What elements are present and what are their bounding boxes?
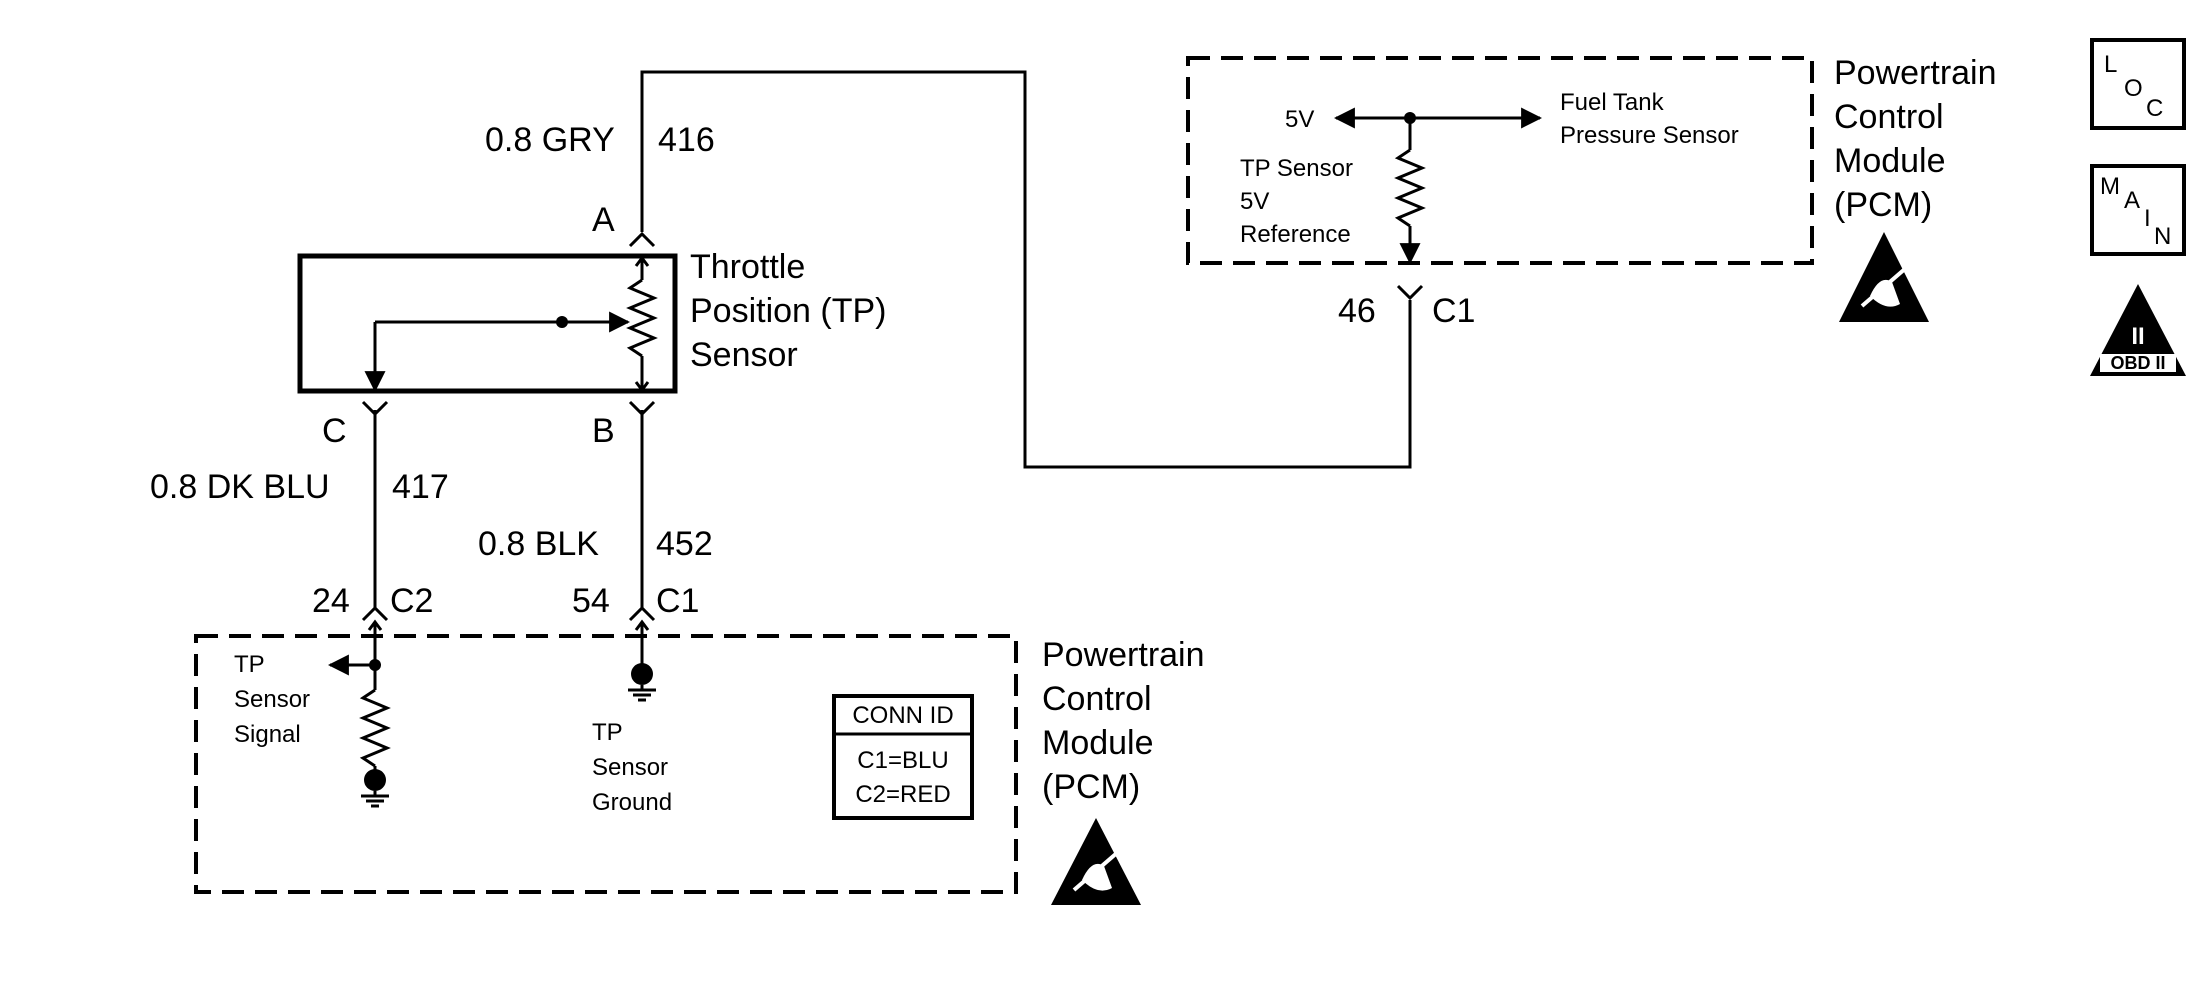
connector-c1-pin-46 [1396,284,1424,301]
signal-ground-icon [361,769,389,808]
signal-label-line-2: Sensor [234,686,310,713]
reference-label-line-1: TP Sensor [1240,155,1353,182]
main-letter-i: I [2144,205,2151,232]
connector-c2-pin-label: 24 [312,582,350,620]
loc-letter-c: C [2146,95,2163,122]
signal-label-line-1: TP [234,651,265,678]
ground-label-line-2: Sensor [592,754,668,781]
pin-b-connector [628,400,656,417]
obd-ii-badge: OBD II II [2090,284,2186,376]
pin-b-label: B [592,412,615,450]
pcm-left: 24 C2 54 C1 TP Sensor Signal [194,582,1205,905]
loc-letter-l: L [2104,51,2117,78]
connector-46-pin-label: 46 [1338,292,1376,330]
connector-c1-pin-label: 54 [572,582,610,620]
wire-dkblu-circuit-label: 417 [392,468,449,506]
ground-label-line-1: TP [592,719,623,746]
connector-c2-label: C2 [390,582,433,620]
esd-warning-icon [1839,232,1929,322]
pcm-left-title-line-2: Control [1042,680,1152,718]
wire-blk-circuit-label: 452 [656,525,713,563]
wire-gry-gauge-label: 0.8 GRY [485,121,615,159]
pcm-right-title-line-4: (PCM) [1834,186,1932,224]
tp-signal-circuit [327,619,391,780]
sensor-name-line-3: Sensor [690,336,798,374]
wire-blk-gauge-label: 0.8 BLK [478,525,599,563]
reference-label-line-3: Reference [1240,221,1351,248]
wire-gry-circuit-label: 416 [658,121,715,159]
main-badge: M A I N [2090,164,2186,256]
pin-a-label: A [592,201,615,239]
pcm-left-title-line-4: (PCM) [1042,768,1140,806]
pcm-right-title-line-1: Powertrain [1834,54,1997,92]
reference-label-line-2: 5V [1240,188,1269,215]
reference-circuit [1333,107,1543,265]
pcm-right: 5V Fuel Tank Pressure Sensor TP Sensor 5… [1186,54,1997,330]
wire-gry-416 [640,70,1412,469]
five-v-label: 5V [1285,106,1314,133]
connector-c1-label: C1 [656,582,699,620]
conn-id-table: CONN ID C1=BLU C2=RED [832,694,974,820]
pcm-right-boundary [1186,56,1814,265]
sensor-ground-icon [628,663,656,702]
pcm-right-title-line-2: Control [1834,98,1944,136]
pcm-left-title-line-1: Powertrain [1042,636,1205,674]
obd-label: OBD II [2110,353,2165,373]
pcm-left-boundary [194,634,1018,894]
fuel-tank-label-line-1: Fuel Tank [1560,89,1665,116]
sensor-name-line-1: Throttle [690,248,805,286]
pcm-left-title-line-3: Module [1042,724,1154,762]
pin-c-label: C [322,412,347,450]
main-letter-m: M [2100,173,2120,200]
pin-a-connector [628,231,656,248]
ground-label-line-3: Ground [592,789,672,816]
loc-letter-o: O [2124,75,2143,102]
sensor-name-line-2: Position (TP) [690,292,887,330]
potentiometer-icon [364,255,658,393]
main-letter-a: A [2124,187,2140,214]
conn-id-header: CONN ID [852,702,953,729]
tp-sensor: A C B Throttle Position (TP) Sensor [297,201,887,450]
tp-sensor-box [297,253,678,394]
pin-c-connector [361,400,389,417]
conn-id-row-2: C2=RED [855,781,950,808]
main-letter-n: N [2154,223,2171,250]
fuel-tank-label-line-2: Pressure Sensor [1560,122,1739,149]
signal-label-line-3: Signal [234,721,301,748]
esd-warning-icon [1051,818,1141,905]
wire-dkblu-gauge-label: 0.8 DK BLU [150,468,330,506]
obd-roman: II [2131,323,2144,350]
connector-46-label: C1 [1432,292,1475,330]
loc-badge: L O C [2090,38,2186,130]
pcm-right-title-line-3: Module [1834,142,1946,180]
conn-id-row-1: C1=BLU [857,747,948,774]
connector-c1-pin-54 [628,605,656,622]
connector-c2-pin-24 [361,605,389,622]
